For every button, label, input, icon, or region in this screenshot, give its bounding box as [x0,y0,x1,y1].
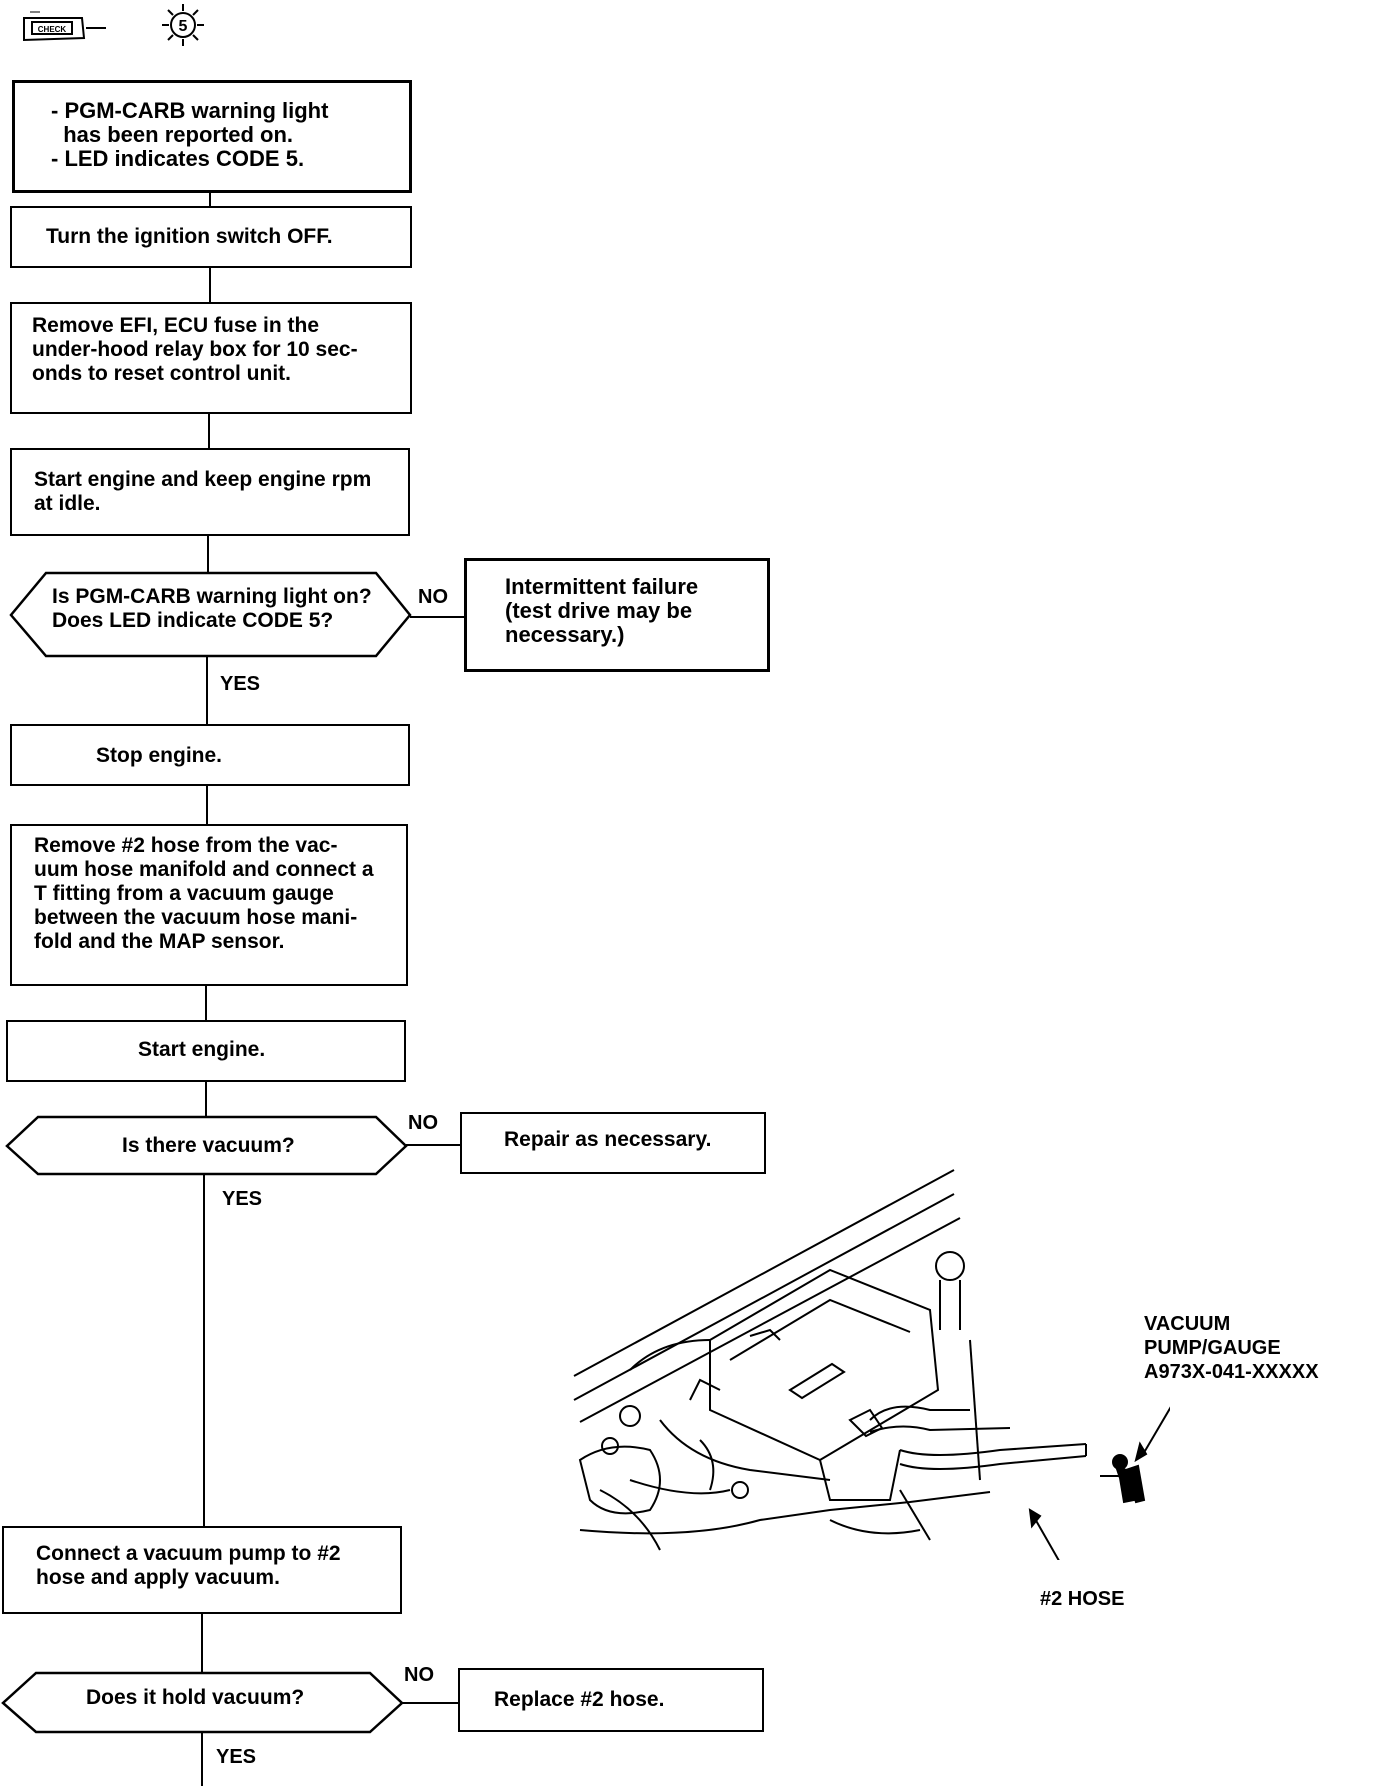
result-replace-hose-text: Replace #2 hose. [494,1688,665,1711]
step-stop-engine-text: Stop engine. [96,744,222,767]
decision-vacuum-text: Is there vacuum? [122,1134,295,1157]
connector [205,1080,207,1116]
code-badge: 5 [179,18,188,35]
step-warning-reported-text: - PGM-CARB warning light has been report… [51,98,329,171]
decision-vacuum [5,1115,408,1176]
yes-label: YES [222,1188,263,1210]
decision-hold-vacuum-text: Does it hold vacuum? [86,1686,305,1709]
decision-warning-light [9,571,412,658]
no-connector [402,1702,459,1704]
step-ignition-off: Turn the ignition switch OFF. [10,206,412,268]
step-start-idle: Start engine and keep engine rpm at idle… [10,448,410,536]
step-connect-pump: Connect a vacuum pump to #2 hose and app… [2,1526,402,1614]
connector [209,190,211,206]
step-ignition-off-text: Turn the ignition switch OFF. [46,225,333,248]
code-5-blink-icon: 5 [158,2,208,48]
vacuum-pump-gauge-label: VACUUM PUMP/GAUGE A973X-041-XXXXX [1144,1313,1319,1383]
vacuum-pump-icon [1100,1454,1146,1504]
result-repair: Repair as necessary. [460,1112,766,1174]
result-repair-text: Repair as necessary. [504,1128,712,1151]
connector [201,1612,203,1672]
step-start-engine-text: Start engine. [138,1038,266,1061]
decision-warning-light-text: Is PGM-CARB warning light on? Does LED i… [52,585,372,632]
connector [206,786,208,824]
step-start-idle-text: Start engine and keep engine rpm at idle… [34,468,372,515]
no-label: NO [404,1664,434,1686]
no-connector [406,1144,463,1146]
connector [206,656,208,724]
step-remove-hose-text: Remove #2 hose from the vac- uum hose ma… [34,834,374,953]
step-remove-hose: Remove #2 hose from the vac- uum hose ma… [10,824,408,986]
step-warning-reported: - PGM-CARB warning light has been report… [12,80,412,193]
engine-bay-illustration [573,1169,1170,1560]
no-label: NO [408,1112,438,1134]
connector [205,984,207,1020]
yes-label: YES [216,1746,257,1768]
decision-hold-vacuum [1,1671,404,1734]
svg-text:CHECK: CHECK [38,25,67,34]
connector [201,1732,203,1786]
connector [208,412,210,448]
result-intermittent-failure: Intermittent failure (test drive may be … [464,558,770,672]
step-connect-pump-text: Connect a vacuum pump to #2 hose and app… [36,1542,341,1589]
no-connector [410,616,466,618]
step-start-engine: Start engine. [6,1020,406,1082]
connector [209,266,211,302]
step-stop-engine: Stop engine. [10,724,410,786]
connector [203,1174,205,1526]
step-remove-fuse-text: Remove EFI, ECU fuse in the under-hood r… [32,314,358,385]
result-replace-hose: Replace #2 hose. [458,1668,764,1732]
connector [207,534,209,572]
step-remove-fuse: Remove EFI, ECU fuse in the under-hood r… [10,302,412,414]
result-intermittent-failure-text: Intermittent failure (test drive may be … [505,574,699,647]
check-engine-icon: CHECK [20,8,108,48]
hose-2-label: #2 HOSE [1040,1588,1125,1610]
no-label: NO [418,586,448,608]
yes-label: YES [220,673,261,695]
